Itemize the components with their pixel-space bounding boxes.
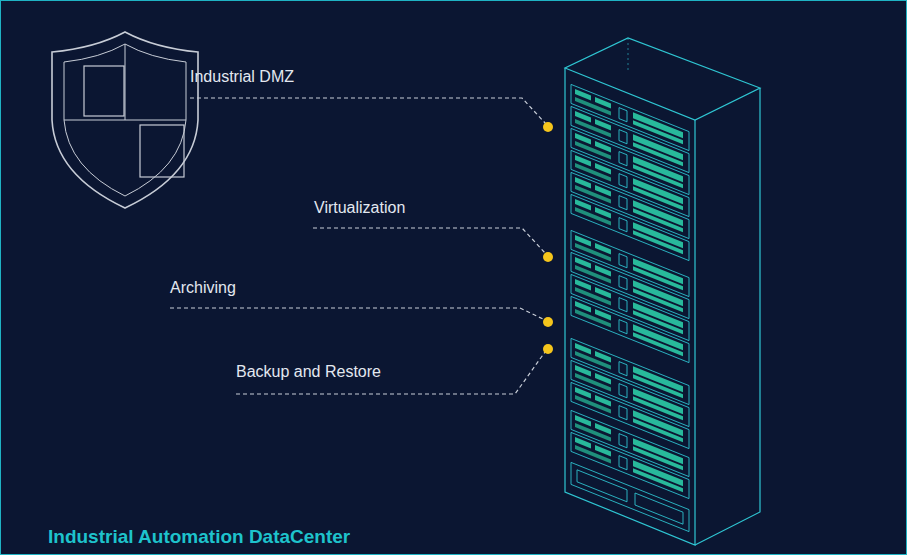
server-unit [619, 218, 627, 232]
server-unit [619, 298, 627, 312]
server-unit [575, 163, 611, 181]
server-unit [633, 230, 683, 254]
server-unit [571, 462, 689, 531]
server-unit [633, 332, 683, 356]
server-unit [619, 130, 627, 144]
server-unit [571, 338, 689, 404]
server-unit [571, 360, 689, 426]
server-unit [575, 119, 611, 137]
server-unit [575, 309, 611, 327]
server-unit [619, 196, 627, 210]
callout-label: Industrial DMZ [190, 67, 294, 87]
callout-dots [543, 122, 553, 354]
server-unit [575, 97, 611, 115]
server-unit [575, 185, 611, 203]
callout-label: Backup and Restore [236, 362, 381, 382]
server-unit [619, 276, 627, 290]
server-unit [571, 194, 689, 260]
server-unit [571, 410, 689, 476]
server-unit [575, 207, 611, 225]
diagram-title: Industrial Automation DataCenter [48, 526, 350, 548]
server-unit [575, 287, 611, 305]
server-unit [619, 174, 627, 188]
server-units [571, 84, 689, 531]
server-unit [619, 406, 627, 420]
server-unit [571, 172, 689, 238]
server-unit [619, 384, 627, 398]
server-unit [571, 84, 689, 150]
server-unit [571, 296, 689, 362]
callout-label: Virtualization [314, 198, 405, 218]
server-unit [619, 152, 627, 166]
server-unit [575, 395, 611, 413]
server-unit [575, 265, 611, 283]
server-unit [575, 373, 611, 391]
server-unit [575, 423, 611, 441]
server-unit [571, 106, 689, 172]
server-unit [571, 382, 689, 448]
server-unit [577, 470, 627, 502]
server-unit [619, 362, 627, 376]
server-unit [571, 252, 689, 318]
callout-label: Archiving [170, 278, 236, 298]
server-unit [571, 128, 689, 194]
server-unit [571, 274, 689, 340]
server-unit [619, 254, 627, 268]
server-unit [571, 150, 689, 216]
shield-icon [52, 32, 198, 208]
server-rack [565, 38, 760, 545]
server-unit [635, 493, 683, 524]
leader-lines [170, 98, 546, 394]
server-unit [575, 243, 611, 261]
server-unit [619, 320, 627, 334]
server-unit [575, 445, 611, 463]
server-unit [633, 468, 683, 492]
server-unit [571, 230, 689, 296]
server-unit [575, 351, 611, 369]
server-unit [619, 456, 627, 470]
server-unit [575, 141, 611, 159]
server-unit [619, 434, 627, 448]
server-unit [619, 108, 627, 122]
server-unit [571, 432, 689, 498]
